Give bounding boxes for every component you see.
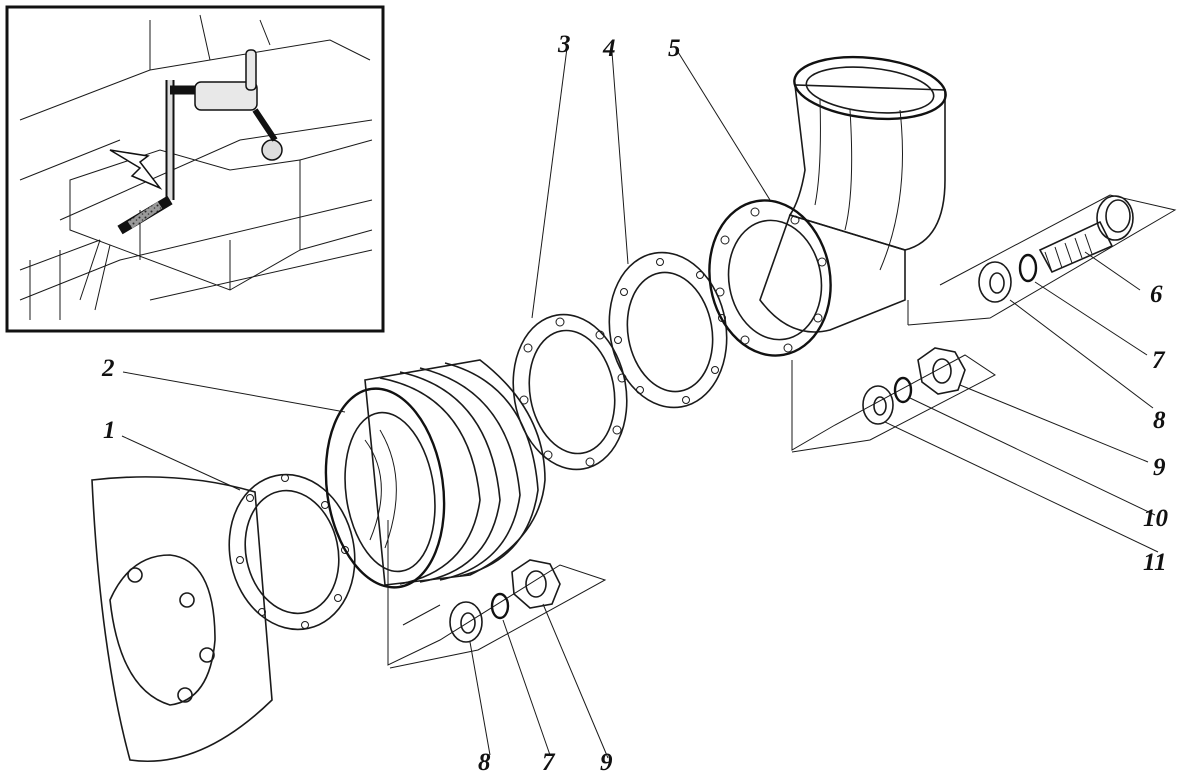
callout-5: 5 xyxy=(668,35,681,62)
part-10-spring-washer xyxy=(893,376,913,404)
mounting-plate xyxy=(91,476,273,762)
part-8-flat-washer-upper xyxy=(978,261,1012,303)
fastener-group-upper xyxy=(907,194,1177,326)
callout-9-upper: 9 xyxy=(1153,454,1166,481)
inset-pipe-assembly xyxy=(79,49,283,311)
callout-7-upper: 7 xyxy=(1152,347,1166,374)
part-4-gasket xyxy=(608,251,728,409)
fastener-group-lower xyxy=(387,520,607,669)
part-7-spring-washer-lower xyxy=(490,592,510,620)
part-2-bellows xyxy=(324,359,546,589)
part-9-castle-nut-upper xyxy=(917,347,966,395)
elbow-flange-holes xyxy=(715,207,827,353)
part-11-flat-washer xyxy=(862,385,894,425)
ring-3-holes xyxy=(519,317,627,467)
part-3-flange-ring xyxy=(512,313,628,471)
part-8-flat-washer-lower xyxy=(449,601,483,643)
callout-8-upper: 8 xyxy=(1153,407,1166,434)
fastener-group-middle xyxy=(791,347,996,453)
part-9-castle-nut-lower xyxy=(511,559,561,609)
bellows-convolutions xyxy=(379,362,539,585)
plate-bolt-heads xyxy=(127,567,215,703)
callout-4: 4 xyxy=(602,35,616,62)
part-6-bolt xyxy=(1038,195,1134,274)
inset-pointer-arrow xyxy=(109,149,163,190)
locator-inset xyxy=(5,5,385,333)
part-7-spring-washer-upper xyxy=(1018,253,1038,283)
callout-11: 11 xyxy=(1143,549,1167,576)
callout-3: 3 xyxy=(557,31,571,58)
callout-6: 6 xyxy=(1150,281,1163,308)
callout-7-lower: 7 xyxy=(542,749,556,776)
callout-labels: 1 2 3 4 5 6 7 8 9 10 11 8 7 9 xyxy=(101,31,1169,776)
gasket-4-holes xyxy=(614,258,726,404)
part-5-elbow-pipe xyxy=(708,55,947,357)
callout-9-lower: 9 xyxy=(600,749,613,776)
callout-8-lower: 8 xyxy=(478,749,491,776)
callout-1: 1 xyxy=(103,417,116,444)
leader-lines xyxy=(121,47,1159,759)
callout-10: 10 xyxy=(1143,505,1169,532)
callout-2: 2 xyxy=(101,355,115,382)
